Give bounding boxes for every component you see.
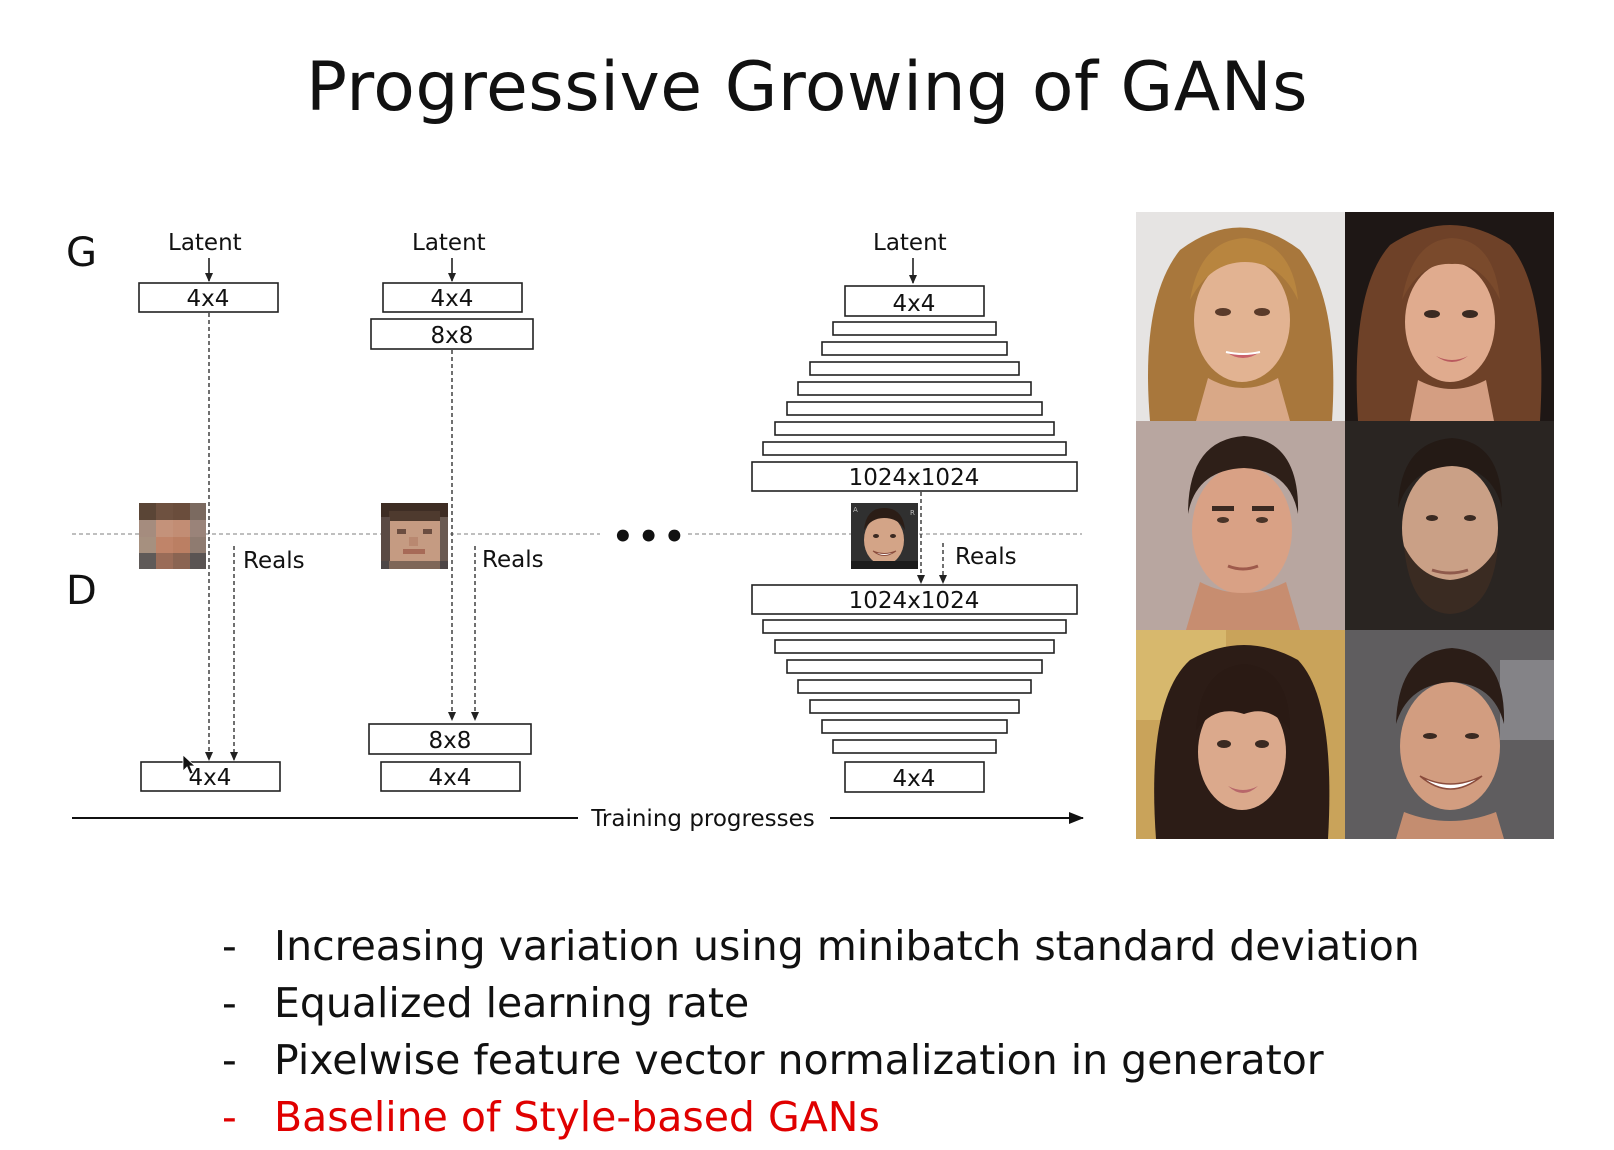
mouse-cursor-icon xyxy=(182,754,197,775)
bullet-item: -Equalized learning rate xyxy=(222,975,1420,1032)
bullet-marker: - xyxy=(222,1036,237,1084)
d-block-4x4 xyxy=(844,761,985,793)
svg-text:R: R xyxy=(910,509,915,517)
d-block-label: 4x4 xyxy=(189,765,232,791)
latent-label: Latent xyxy=(168,230,242,256)
bullet-marker: - xyxy=(222,922,237,970)
g-block-8x8 xyxy=(370,318,534,350)
progress-label: Training progresses xyxy=(590,806,815,832)
discriminator-label: D xyxy=(66,568,97,614)
bullet-text: Pixelwise feature vector normalization i… xyxy=(274,1036,1324,1084)
g-block xyxy=(797,381,1032,396)
stage-3: Latent 4x4 1024x1024 A R Reals xyxy=(751,230,1078,793)
slide-title: Progressive Growing of GANs xyxy=(305,48,1309,127)
d-block-label: 4x4 xyxy=(429,765,472,791)
bullet-item: -Pixelwise feature vector normalization … xyxy=(222,1032,1420,1089)
g-block-label: 4x4 xyxy=(187,286,230,312)
d-block xyxy=(774,639,1055,654)
d-block-4x4 xyxy=(380,761,521,792)
d-block-4x4 xyxy=(140,761,281,792)
g-block xyxy=(821,341,1008,356)
sample-face xyxy=(1136,212,1345,421)
sample-face xyxy=(1345,212,1554,421)
sample-face xyxy=(1136,630,1345,839)
bullet-item: -Increasing variation using minibatch st… xyxy=(222,918,1420,975)
g-block-label: 4x4 xyxy=(431,286,474,312)
bullet-text: Equalized learning rate xyxy=(274,979,750,1027)
bullet-text: Baseline of Style-based GANs xyxy=(274,1093,880,1141)
reals-label: Reals xyxy=(955,544,1017,570)
g-block-1024x1024 xyxy=(751,461,1078,492)
g-block xyxy=(762,441,1067,456)
generator-label: G xyxy=(66,230,97,276)
sample-face xyxy=(1345,630,1554,839)
d-block-label: 1024x1024 xyxy=(849,588,980,614)
g-block xyxy=(809,361,1020,376)
d-block xyxy=(762,619,1067,634)
sample-face-grid xyxy=(1136,212,1554,839)
bullet-list: -Increasing variation using minibatch st… xyxy=(222,918,1420,1146)
d-block-1024x1024 xyxy=(751,584,1078,615)
bullet-item-highlight: -Baseline of Style-based GANs xyxy=(222,1089,1420,1146)
reals-label: Reals xyxy=(243,548,305,574)
bullet-marker: - xyxy=(222,979,237,1027)
bullet-text: Increasing variation using minibatch sta… xyxy=(274,922,1420,970)
g-block-label: 4x4 xyxy=(893,291,936,317)
bullet-marker: - xyxy=(222,1093,237,1141)
sample-face xyxy=(1136,421,1345,630)
d-block xyxy=(821,719,1008,734)
g-block-4x4 xyxy=(138,282,279,313)
g-block xyxy=(786,401,1043,416)
d-block xyxy=(786,659,1043,674)
sample-face xyxy=(1345,421,1554,630)
d-block-8x8 xyxy=(368,723,532,755)
g-block xyxy=(832,321,997,336)
ellipsis: ••• xyxy=(612,517,689,557)
stage-2: Latent 4x4 8x8 Reals 8x8 4x4 xyxy=(368,230,544,792)
latent-label: Latent xyxy=(873,230,947,256)
d-block xyxy=(797,679,1032,694)
d-block-label: 8x8 xyxy=(429,728,472,754)
d-block xyxy=(832,739,997,754)
generated-image-1024x1024: A R xyxy=(851,503,918,569)
g-block-4x4 xyxy=(844,285,985,317)
g-block xyxy=(774,421,1055,436)
g-block-label: 8x8 xyxy=(431,323,474,349)
latent-label: Latent xyxy=(412,230,486,256)
g-block-label: 1024x1024 xyxy=(849,465,980,491)
d-block xyxy=(809,699,1020,714)
d-block-label: 4x4 xyxy=(893,766,936,792)
svg-text:A: A xyxy=(853,506,858,514)
generated-image-8x8 xyxy=(381,503,448,569)
g-block-4x4 xyxy=(382,282,523,313)
reals-label: Reals xyxy=(482,547,544,573)
stage-1: Latent 4x4 Reals 4x4 xyxy=(138,230,305,792)
generated-image-4x4 xyxy=(139,503,206,569)
